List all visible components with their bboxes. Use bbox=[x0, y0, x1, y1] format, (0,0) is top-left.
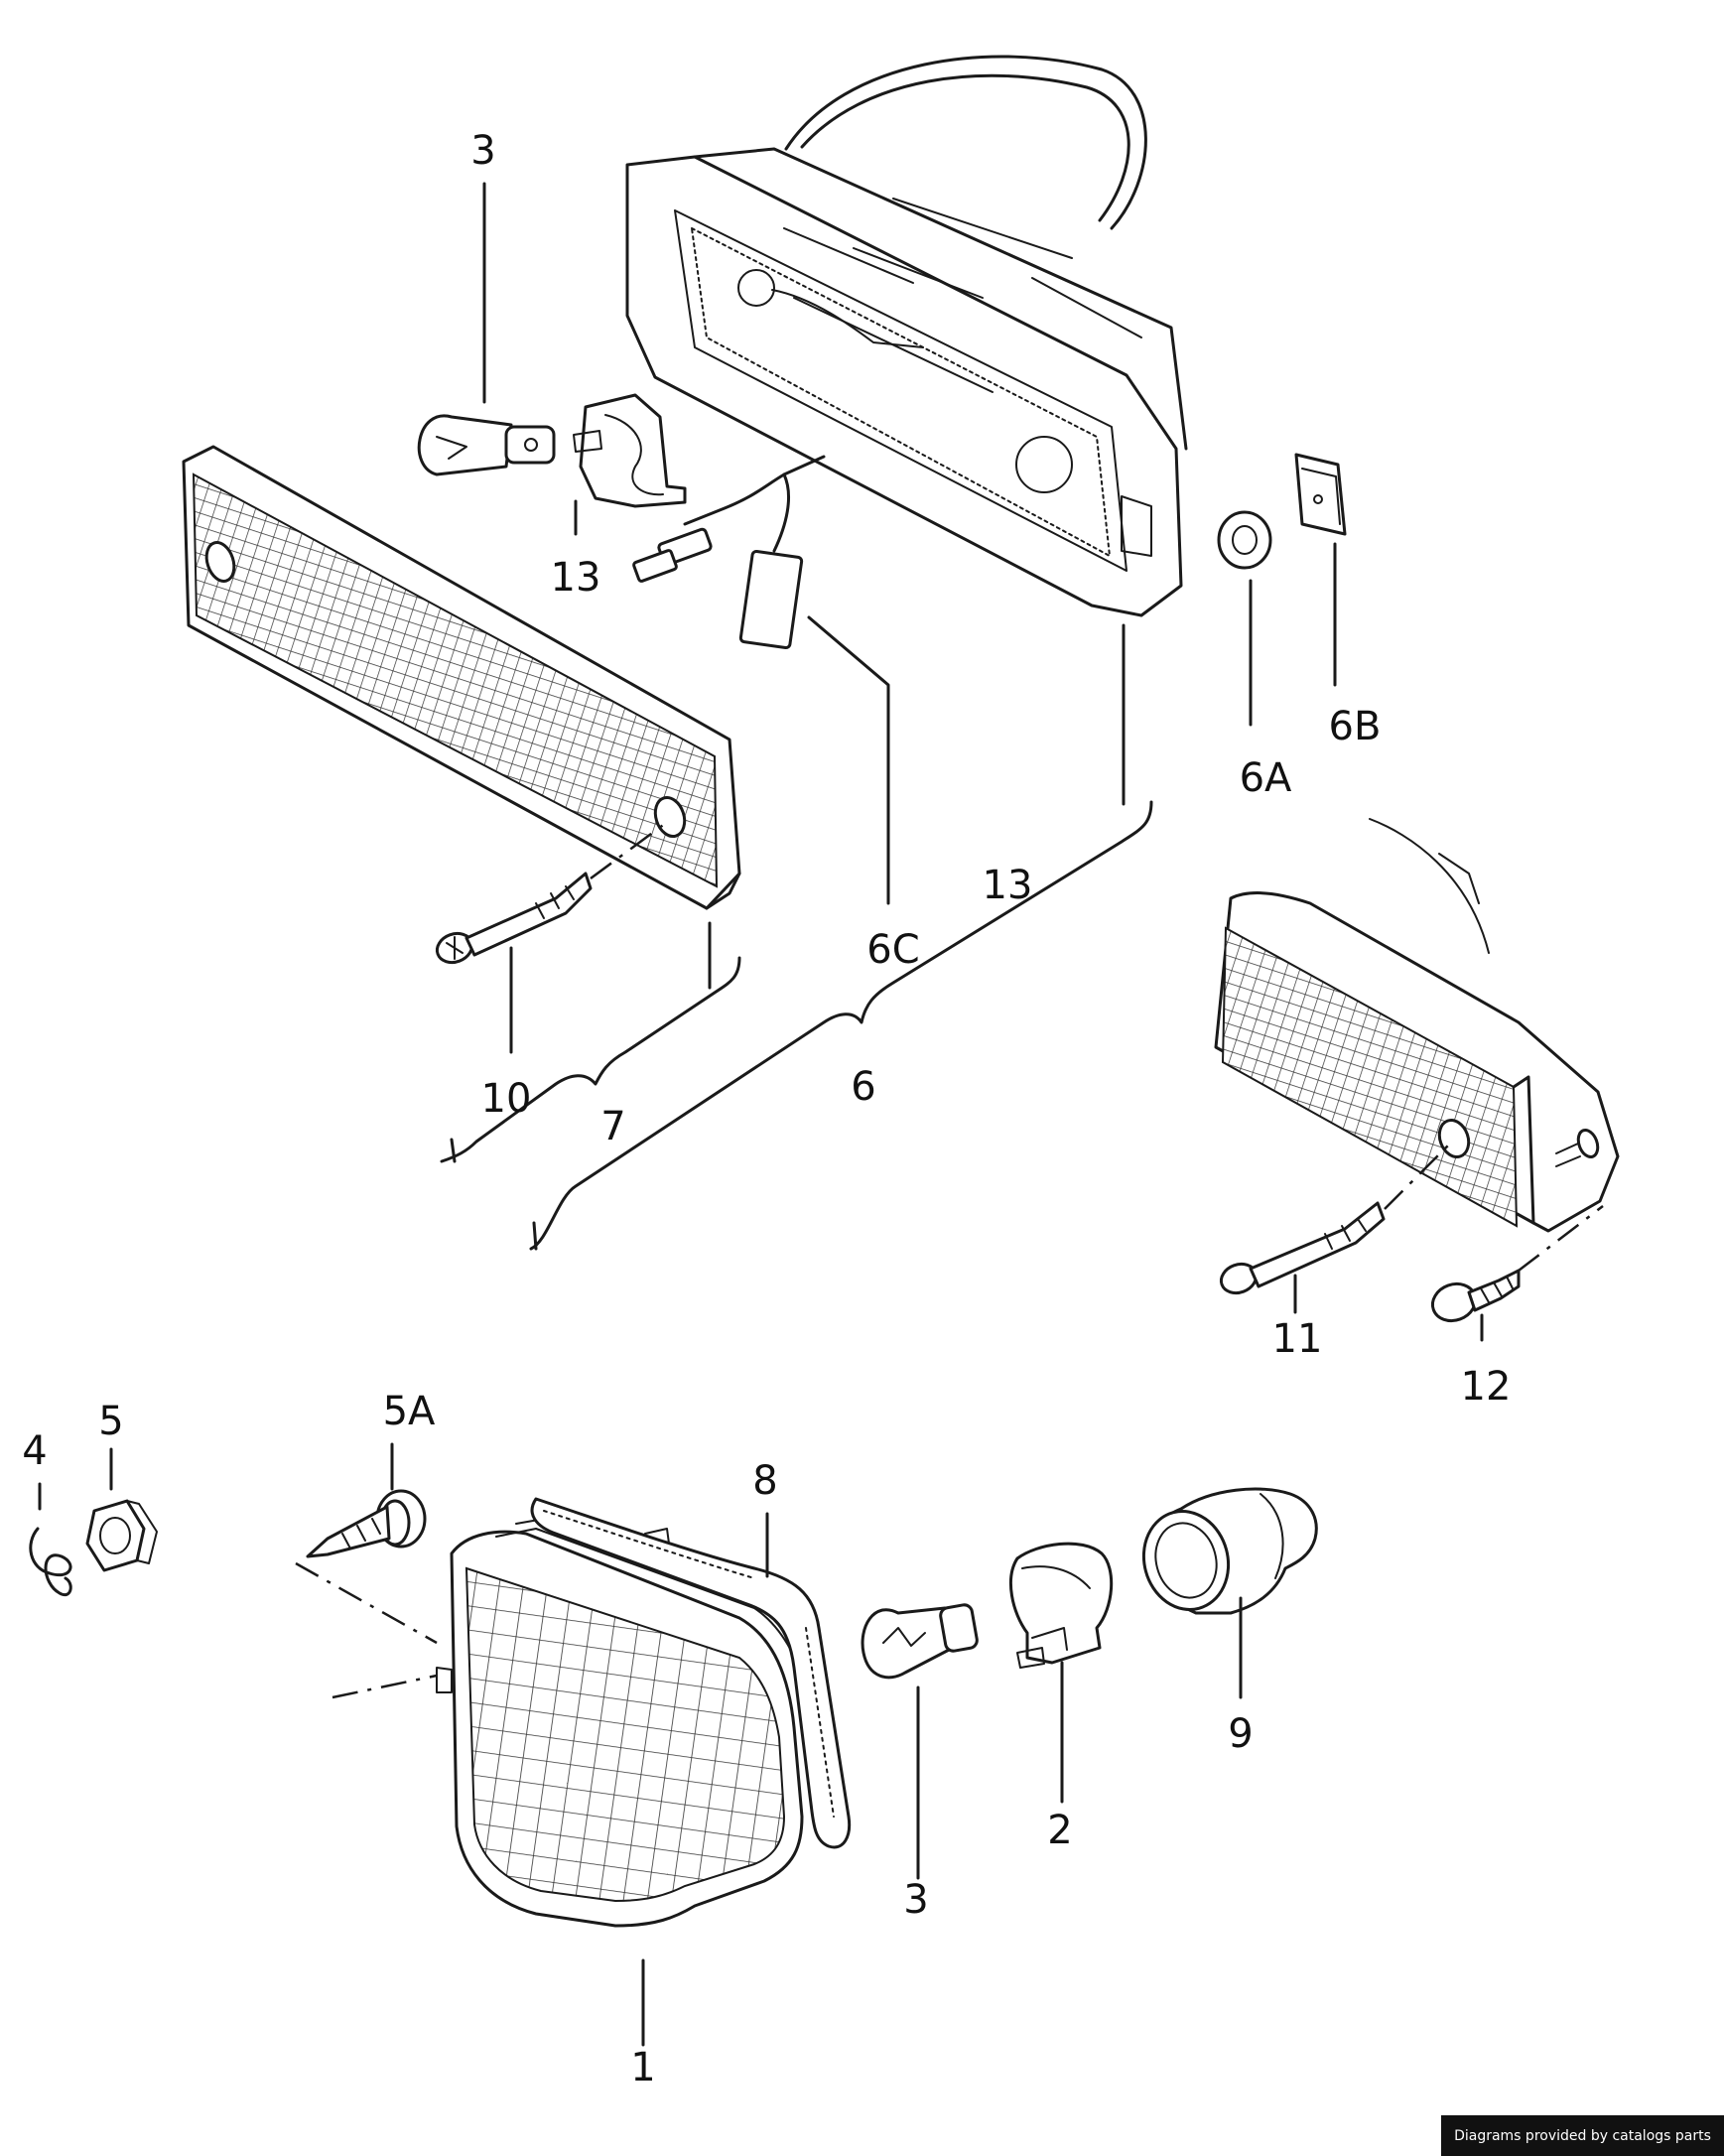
label-5: 5 bbox=[98, 1399, 123, 1444]
gasket-8 bbox=[530, 1497, 852, 1849]
screw-11 bbox=[1219, 1141, 1453, 1314]
cotter-pin-4 bbox=[29, 1482, 72, 1597]
corner-lens-1 bbox=[436, 1516, 827, 1928]
lens-7 bbox=[182, 445, 741, 910]
brace-6 bbox=[529, 800, 1153, 1251]
lamp-housing bbox=[625, 147, 1188, 617]
socket-2 bbox=[1009, 1542, 1114, 1804]
bulb-top bbox=[417, 414, 556, 476]
brace-7 bbox=[440, 956, 741, 1163]
label-13-mid: 13 bbox=[983, 863, 1033, 908]
label-10: 10 bbox=[481, 1076, 532, 1122]
label-1: 1 bbox=[630, 2045, 655, 2090]
credit-banner: Diagrams provided by catalogs parts bbox=[1441, 2115, 1724, 2156]
socket-holder-top bbox=[573, 393, 687, 508]
clip-6b bbox=[1294, 453, 1347, 536]
label-6c: 6C bbox=[866, 927, 919, 973]
label-11: 11 bbox=[1272, 1316, 1323, 1362]
leader-lines-top bbox=[482, 182, 1337, 1054]
screw-5a bbox=[295, 1442, 438, 1699]
label-2: 2 bbox=[1047, 1808, 1072, 1853]
credit-text: Diagrams provided by catalogs parts bbox=[1454, 2127, 1711, 2144]
screw-10 bbox=[435, 818, 671, 965]
label-6b: 6B bbox=[1329, 704, 1382, 749]
label-5a: 5A bbox=[383, 1389, 436, 1434]
bulb-bottom bbox=[861, 1603, 979, 1880]
label-8: 8 bbox=[752, 1458, 777, 1504]
label-7: 7 bbox=[600, 1104, 625, 1149]
wire-loop bbox=[784, 55, 1147, 230]
label-9: 9 bbox=[1228, 1711, 1253, 1757]
label-4: 4 bbox=[22, 1428, 47, 1474]
label-6a: 6A bbox=[1240, 755, 1292, 801]
part-labels: 3 13 6B 6A 13 6C 10 6 7 11 12 4 5 5A 8 9… bbox=[22, 128, 1511, 2090]
label-12: 12 bbox=[1461, 1364, 1512, 1410]
label-3-bottom: 3 bbox=[903, 1877, 928, 1923]
side-marker-assembly bbox=[1214, 818, 1620, 1233]
washer-6a bbox=[1217, 510, 1272, 570]
connector-6c bbox=[632, 455, 826, 650]
label-13-top: 13 bbox=[551, 555, 601, 601]
label-6: 6 bbox=[851, 1064, 875, 1110]
screw-12 bbox=[1430, 1205, 1604, 1342]
hex-nut-5 bbox=[85, 1447, 158, 1572]
boot-cap-9 bbox=[1141, 1487, 1318, 1699]
label-3-top: 3 bbox=[470, 128, 495, 174]
